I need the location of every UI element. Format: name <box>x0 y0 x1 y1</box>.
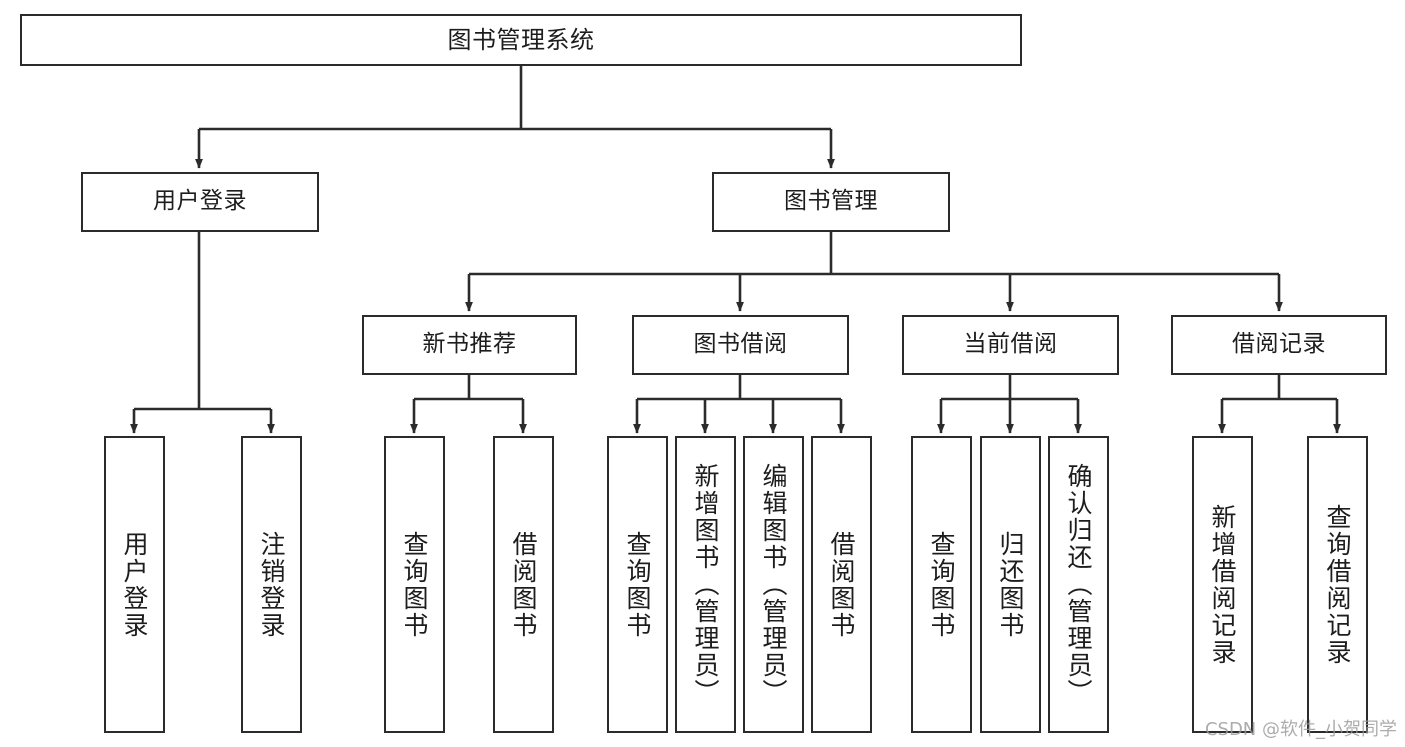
leaf-edit-book-admin-label: 编辑图书（管理员） <box>759 463 788 706</box>
leaf-confirm-return-admin[interactable]: 确认归还（管理员） <box>1048 436 1109 733</box>
node-root[interactable]: 图书管理系统 <box>20 14 1022 66</box>
leaf-user-login[interactable]: 用户登录 <box>104 436 165 733</box>
leaf-query-borrow-record[interactable]: 查询借阅记录 <box>1307 436 1368 733</box>
leaf-logout-login-label: 注销登录 <box>257 530 286 639</box>
leaf-add-book-admin[interactable]: 新增图书（管理员） <box>675 436 736 733</box>
leaf-query-book-2[interactable]: 查询图书 <box>607 436 668 733</box>
leaf-return-book-label: 归还图书 <box>996 530 1025 639</box>
leaf-add-borrow-record-label: 新增借阅记录 <box>1208 503 1237 666</box>
leaf-query-book-3[interactable]: 查询图书 <box>911 436 972 733</box>
leaf-user-login-label: 用户登录 <box>120 530 149 639</box>
node-new-book-rec[interactable]: 新书推荐 <box>362 315 577 375</box>
node-current-borrow[interactable]: 当前借阅 <box>902 315 1119 375</box>
node-user-login[interactable]: 用户登录 <box>81 172 319 232</box>
leaf-query-book-2-label: 查询图书 <box>623 530 652 639</box>
node-current-borrow-label: 当前借阅 <box>963 331 1058 358</box>
csdn-watermark: CSDN @软件_小贺同学 <box>1204 719 1397 740</box>
leaf-query-book-3-label: 查询图书 <box>927 530 956 639</box>
node-borrow-record-label: 借阅记录 <box>1232 331 1326 358</box>
leaf-borrow-book-2-label: 借阅图书 <box>827 530 856 639</box>
leaf-logout-login[interactable]: 注销登录 <box>241 436 302 733</box>
leaf-add-book-admin-label: 新增图书（管理员） <box>691 463 720 706</box>
node-borrow-record[interactable]: 借阅记录 <box>1171 315 1387 375</box>
leaf-query-book-1-label: 查询图书 <box>400 530 429 639</box>
node-book-manage[interactable]: 图书管理 <box>712 172 950 232</box>
node-book-manage-label: 图书管理 <box>784 188 878 215</box>
leaf-borrow-book-2[interactable]: 借阅图书 <box>811 436 872 733</box>
leaf-query-borrow-record-label: 查询借阅记录 <box>1323 503 1352 666</box>
node-book-borrow[interactable]: 图书借阅 <box>632 315 849 375</box>
leaf-query-book-1[interactable]: 查询图书 <box>384 436 445 733</box>
leaf-borrow-book-1[interactable]: 借阅图书 <box>493 436 554 733</box>
node-root-label: 图书管理系统 <box>447 25 595 54</box>
node-book-borrow-label: 图书借阅 <box>693 331 788 358</box>
leaf-edit-book-admin[interactable]: 编辑图书（管理员） <box>743 436 804 733</box>
node-new-book-rec-label: 新书推荐 <box>422 331 517 358</box>
leaf-return-book[interactable]: 归还图书 <box>980 436 1041 733</box>
leaf-borrow-book-1-label: 借阅图书 <box>509 530 538 639</box>
leaf-add-borrow-record[interactable]: 新增借阅记录 <box>1192 436 1253 733</box>
node-user-login-label: 用户登录 <box>153 188 247 215</box>
leaf-confirm-return-admin-label: 确认归还（管理员） <box>1064 463 1093 706</box>
